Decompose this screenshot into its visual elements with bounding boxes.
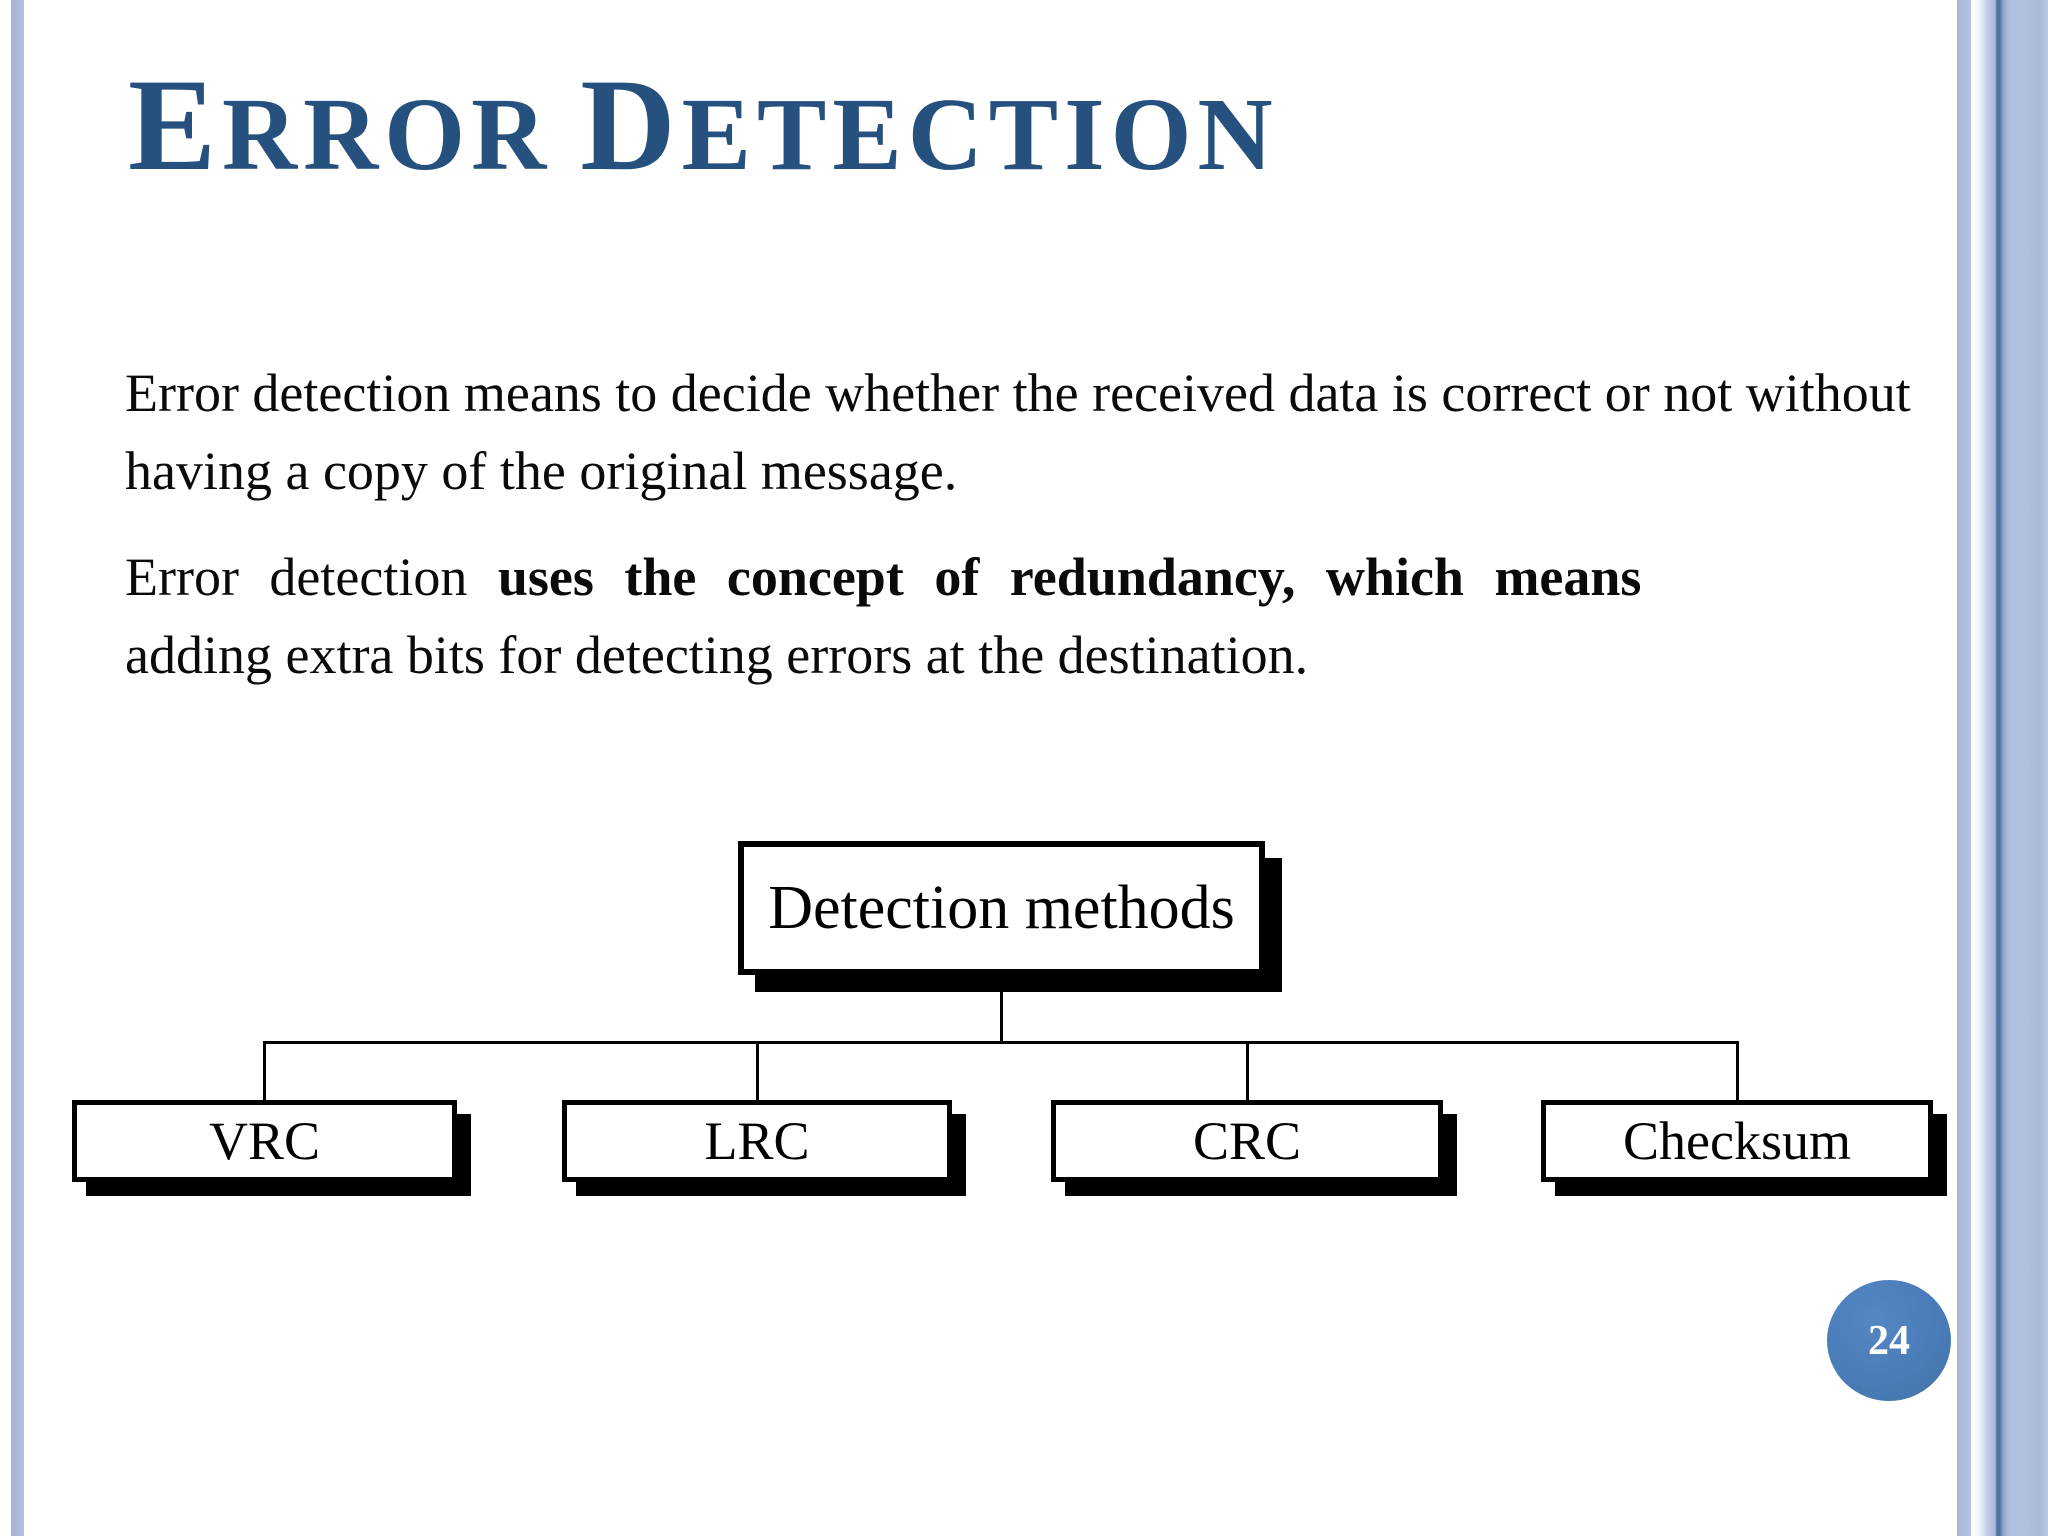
page-number: 24 <box>1868 1317 1910 1364</box>
connector-root-riser <box>1000 975 1003 1044</box>
right-border-band <box>1971 0 2048 1536</box>
page-number-badge: 24 <box>1827 1280 1951 1401</box>
vrc-box: VRC <box>72 1100 457 1182</box>
connector-riser-vrc <box>263 1044 266 1100</box>
crc-label: CRC <box>1192 1111 1302 1171</box>
paragraph-2-line-2: adding extra bits for detecting errors a… <box>125 616 1947 694</box>
detection-methods-box: Detection methods <box>738 841 1265 975</box>
connector-riser-checksum <box>1736 1044 1739 1100</box>
crc-box: CRC <box>1051 1100 1443 1182</box>
connector-riser-lrc <box>756 1044 759 1100</box>
lrc-label: LRC <box>704 1111 810 1171</box>
title-word2-rest: ETECTION <box>681 77 1279 193</box>
right-border-stripe <box>1957 0 1971 1536</box>
connector-riser-crc <box>1246 1044 1249 1100</box>
checksum-label: Checksum <box>1623 1111 1851 1171</box>
paragraph-2-line-1: Error detection uses the concept of redu… <box>125 538 1947 616</box>
detection-methods-label: Detection methods <box>768 873 1235 942</box>
paragraph-2: Error detection uses the concept of redu… <box>125 538 1947 694</box>
title-word1-initial: E <box>128 51 223 199</box>
title-word1-rest: RROR <box>222 77 553 193</box>
vrc-label: VRC <box>208 1111 321 1171</box>
connector-horizontal <box>263 1041 1739 1044</box>
paragraph-2-suffix: adding extra bits for detecting errors a… <box>125 625 1309 685</box>
paragraph-1: Error detection means to decide whether … <box>125 363 1911 501</box>
left-border-stripe <box>11 0 24 1536</box>
checksum-box: Checksum <box>1541 1100 1933 1182</box>
paragraph-2-prefix: Error detection <box>125 547 498 607</box>
paragraph-2-bold: uses the concept of redundancy, which me… <box>497 547 1642 607</box>
title-word2-initial: D <box>580 51 682 199</box>
lrc-box: LRC <box>562 1100 952 1182</box>
